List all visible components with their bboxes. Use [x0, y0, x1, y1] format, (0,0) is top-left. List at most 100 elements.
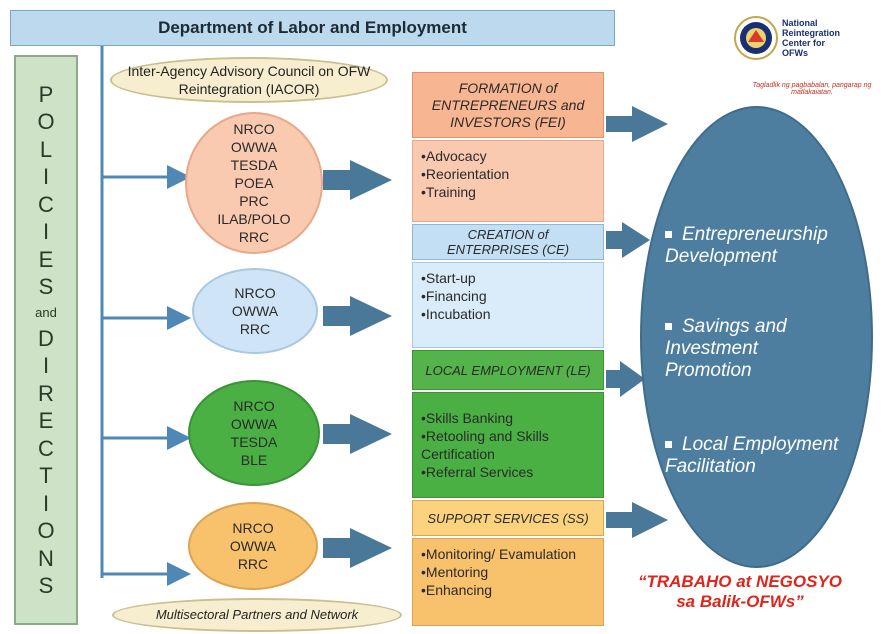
policy-letter: E	[38, 408, 54, 433]
policy-letter: T	[39, 463, 53, 488]
bullet-square-icon	[665, 323, 672, 331]
program-title: SUPPORT SERVICES (SS)	[427, 510, 589, 526]
policy-letter: R	[38, 380, 54, 406]
outcome-label: Entrepreneurship Development	[665, 224, 828, 267]
agency-name: TESDA	[230, 157, 278, 173]
outcome-3: Local Employment Facilitation	[665, 434, 870, 478]
agency-name: OWWA	[230, 139, 278, 155]
program-item: •Monitoring/ Evamulation	[421, 546, 577, 562]
program-item: •Enhancing	[421, 582, 493, 598]
agency-circle-ce: NRCO OWWA RRC	[192, 268, 318, 354]
partners-label: Multisectoral Partners and Network	[155, 607, 359, 622]
policy-letter: D	[38, 325, 54, 351]
dole-header: Department of Labor and Employment	[10, 10, 615, 46]
program-item: •Referral Services	[421, 464, 534, 480]
policy-letter: S	[38, 573, 54, 598]
bullet-square-icon	[665, 441, 672, 449]
block-arrow-4	[323, 528, 392, 568]
iacor-oval: Inter-Agency Advisory Council on OFW Rei…	[110, 57, 388, 103]
agency-name: POEA	[234, 175, 274, 191]
agency-name: OWWA	[230, 416, 278, 432]
logo-line: Reintegration	[782, 28, 841, 38]
program-item: •Retooling and Skills Certification	[421, 428, 549, 462]
policy-letter: I	[42, 164, 50, 189]
nrco-tagline: Tagladlik ng pagbabalan, pangarap ng mat…	[752, 82, 872, 96]
program-title-ss: SUPPORT SERVICES (SS)	[412, 500, 604, 536]
program-item: •Financing	[421, 288, 487, 304]
program-item: •Mentoring	[421, 564, 489, 580]
policy-letter: I	[42, 490, 50, 516]
agency-circle-le: NRCO OWWA TESDA BLE	[188, 380, 320, 486]
policy-letter: L	[39, 136, 53, 162]
program-items-fei: •Advocacy •Reorientation •Training	[412, 140, 604, 222]
policy-letter: I	[42, 353, 50, 378]
agency-name: ILAB/POLO	[217, 211, 291, 227]
outcome-1: Entrepreneurship Development	[665, 224, 865, 268]
agency-name: BLE	[240, 452, 268, 468]
policy-letter: C	[38, 435, 54, 461]
dole-title: Department of Labor and Employment	[158, 18, 467, 37]
program-item: •Training	[421, 184, 476, 200]
policy-letter: O	[37, 518, 55, 543]
iacor-label: Inter-Agency Advisory Council on OFW Rei…	[127, 63, 371, 97]
policy-and-word: and	[35, 304, 57, 320]
program-title-ce: CREATION of ENTERPRISES (CE)	[412, 224, 604, 260]
nrco-seal-icon	[734, 16, 778, 60]
program-items-ss: •Monitoring/ Evamulation •Mentoring •Enh…	[412, 538, 604, 626]
program-title: FORMATION of ENTREPRENEURS and INVESTORS…	[431, 79, 585, 130]
policy-letter: P	[38, 81, 54, 107]
program-item: •Reorientation	[421, 166, 510, 182]
logo-line: OFWs	[782, 48, 808, 58]
agency-name: NRCO	[232, 520, 274, 536]
agency-name: OWWA	[229, 538, 277, 554]
program-item: •Skills Banking	[421, 410, 514, 426]
output-arrow-4	[606, 502, 668, 538]
agency-name: OWWA	[231, 303, 279, 319]
policies-and-directions-bar: P O L I C I E S and D I R E C T I O N S	[14, 55, 78, 625]
program-title-fei: FORMATION of ENTREPRENEURS and INVESTORS…	[412, 72, 604, 138]
logo-line: National	[782, 18, 818, 28]
agency-name: RRC	[239, 321, 271, 337]
program-title: CREATION of ENTERPRISES (CE)	[446, 227, 570, 257]
bullet-square-icon	[665, 231, 672, 239]
partners-oval: Multisectoral Partners and Network	[112, 598, 402, 632]
program-items-ce: •Start-up •Financing •Incubation	[412, 262, 604, 348]
output-arrow-3	[606, 361, 645, 397]
nrco-logo-text: National Reintegration Center for OFWs	[782, 18, 882, 58]
agency-name: NRCO	[233, 398, 275, 414]
outcomes-ellipse	[640, 106, 873, 568]
block-arrow-1	[323, 160, 392, 200]
policy-letter: O	[37, 109, 55, 134]
agency-name: NRCO	[234, 285, 276, 301]
agency-name: PRC	[239, 193, 269, 209]
program-item: •Advocacy	[421, 148, 487, 164]
agency-name: TESDA	[230, 434, 278, 450]
program-title-le: LOCAL EMPLOYMENT (LE)	[412, 350, 604, 390]
logo-line: Center for	[782, 38, 826, 48]
agency-circle-fei: NRCO OWWA TESDA POEA PRC ILAB/POLO RRC	[185, 112, 323, 254]
agency-name: NRCO	[233, 121, 275, 137]
program-items-le: •Skills Banking •Retooling and Skills Ce…	[412, 392, 604, 498]
policy-letter: N	[38, 545, 54, 571]
policy-letter: S	[38, 274, 54, 299]
slogan: “TRABAHO at NEGOSYO sa Balik-OFWs”	[610, 572, 870, 612]
program-item: •Incubation	[421, 306, 491, 322]
outcome-2: Savings and Investment Promotion	[665, 316, 835, 382]
output-arrow-2	[606, 222, 650, 258]
slogan-line-2: sa Balik-OFWs”	[676, 592, 804, 611]
program-title: LOCAL EMPLOYMENT (LE)	[425, 362, 591, 378]
slogan-line-1: “TRABAHO at NEGOSYO	[637, 572, 843, 591]
outcome-label: Savings and Investment Promotion	[665, 316, 787, 381]
output-arrow-1	[606, 106, 668, 142]
policy-letter: E	[38, 246, 54, 272]
outcome-label: Local Employment Facilitation	[665, 434, 839, 477]
block-arrow-3	[323, 414, 392, 454]
policy-letter: I	[42, 219, 50, 244]
policy-letter: C	[38, 191, 54, 217]
agency-name: RRC	[238, 229, 270, 245]
program-item: •Start-up	[421, 270, 476, 286]
block-arrow-2	[323, 296, 392, 336]
agency-name: RRC	[237, 556, 269, 572]
agency-circle-ss: NRCO OWWA RRC	[188, 502, 318, 590]
